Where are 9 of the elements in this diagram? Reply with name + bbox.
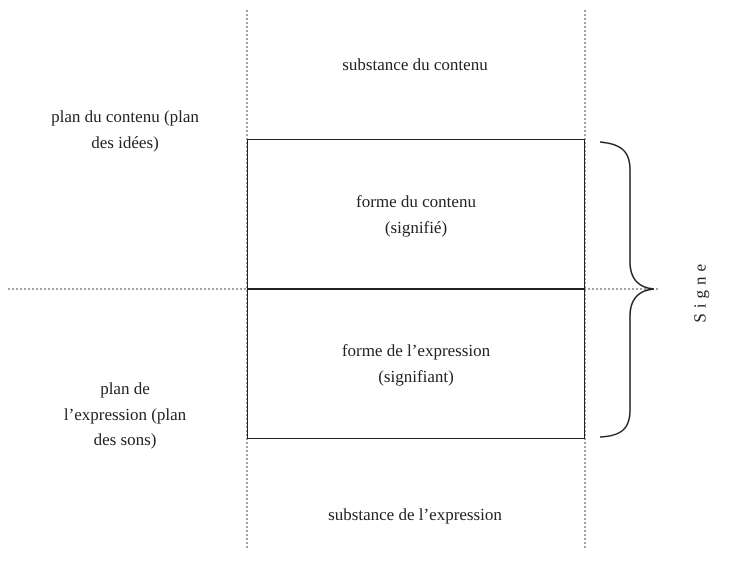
plane-label: plan de l’expression (plan des sons) bbox=[62, 378, 188, 451]
region-label: substance de l’expression bbox=[327, 504, 503, 526]
rectangle-box bbox=[247, 139, 585, 290]
rectangle-box bbox=[247, 288, 585, 439]
plane-label: plan du contenu (plan des idées) bbox=[50, 106, 200, 154]
box-text: forme de l’expression (signifiant) bbox=[340, 340, 492, 388]
box-text: forme du contenu (signifié) bbox=[355, 191, 477, 239]
region-label: substance du contenu bbox=[341, 54, 489, 76]
brace-label: Signe bbox=[689, 258, 710, 325]
